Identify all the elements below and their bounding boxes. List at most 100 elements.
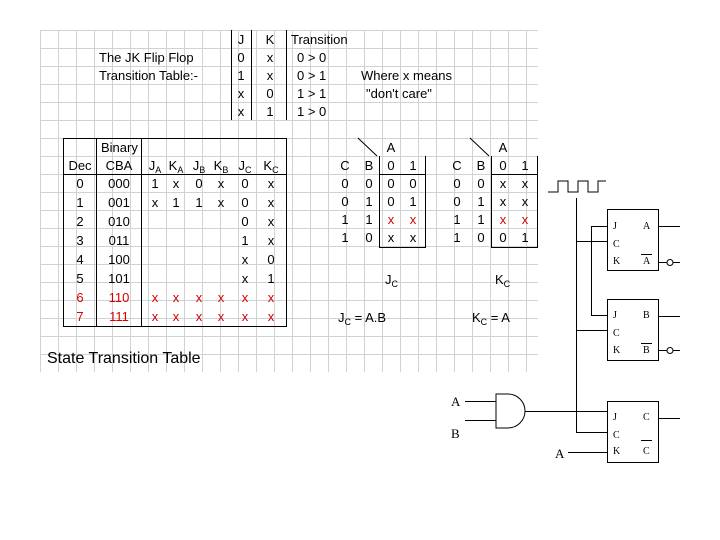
kmap-kc-name: KC (495, 272, 511, 289)
ff-pin-c: C (613, 430, 620, 441)
dont-care-note-2: "don't care" (366, 86, 432, 101)
ff-pin-k: K (613, 256, 621, 267)
state-cell: 011 (108, 233, 130, 248)
state-cell: 4 (76, 252, 84, 267)
ff-pin-j: J (613, 310, 617, 321)
jk-cell: 0 > 1 (297, 68, 327, 83)
kmap-col-label: 0 (387, 158, 395, 173)
kmap-row-c: 1 (341, 230, 349, 245)
jk-cell: 0 > 0 (297, 50, 327, 65)
jb-header: JB (192, 158, 206, 175)
state-cell: 1 (76, 195, 84, 210)
state-cell: 100 (108, 252, 130, 267)
dont-care-note-1: Where x means (361, 68, 453, 83)
state-cell: x (217, 309, 225, 324)
k-input-a: A (555, 446, 565, 461)
state-cell: 0 (241, 214, 249, 229)
state-cell: 1 (151, 176, 159, 191)
state-cell: 0 (76, 176, 84, 191)
kmap-cell: 1 (521, 230, 529, 245)
state-cell: 0 (195, 176, 203, 191)
state-cell: 1 (241, 233, 249, 248)
state-cell: 1 (267, 271, 275, 286)
jk-header-j: J (237, 32, 245, 47)
state-cell: x (172, 290, 180, 305)
ff-output-q: A (643, 221, 651, 232)
state-cell: 001 (108, 195, 130, 210)
kmap-col-label: 0 (499, 158, 507, 173)
kmap-cell: x (409, 230, 417, 245)
state-cell: x (217, 176, 225, 191)
ff-pin-c: C (613, 328, 620, 339)
state-cell: x (267, 195, 275, 210)
kc-equation: KC = A (472, 310, 510, 327)
ja-header: JA (148, 158, 162, 175)
ff-output-qbar: A (643, 256, 651, 267)
ff-pin-j: J (613, 412, 617, 423)
state-cell: 101 (108, 271, 130, 286)
worksheet-grid (40, 30, 538, 372)
state-cell: x (267, 309, 275, 324)
intro-line-2: Transition Table:- (99, 68, 198, 83)
binary-header: Binary (101, 140, 138, 155)
kmap-cell: x (521, 176, 529, 191)
kmap-cell: x (387, 212, 395, 227)
kmap-cell: x (499, 176, 507, 191)
intro-line-1: The JK Flip Flop (99, 50, 194, 65)
jc-header: JC (238, 158, 252, 175)
state-cell: x (267, 233, 275, 248)
state-cell: 1 (195, 195, 203, 210)
state-cell: x (217, 195, 225, 210)
state-cell: x (217, 290, 225, 305)
state-cell: 000 (108, 176, 130, 191)
state-cell: x (267, 176, 275, 191)
kmap-row-header-c: C (452, 158, 462, 173)
kmap-row-b: 1 (477, 194, 485, 209)
jk-cell: 1 (237, 68, 245, 83)
state-cell: 0 (241, 176, 249, 191)
jk-cell: 1 > 0 (297, 104, 327, 119)
state-cell: 3 (76, 233, 84, 248)
ff-output-qbar: C (643, 446, 650, 457)
jk-cell: x (266, 50, 274, 65)
kmap-row-c: 1 (341, 212, 349, 227)
state-cell: 110 (108, 290, 130, 305)
jc-equation: JC = A.B (338, 310, 387, 327)
kc-header: KC (263, 158, 279, 175)
state-cell: x (241, 290, 249, 305)
state-cell: 6 (76, 290, 84, 305)
kmap-cell: 0 (387, 176, 395, 191)
jk-header-transition: Transition (291, 32, 348, 47)
kmap-jc-name: JC (385, 272, 398, 289)
state-cell: x (267, 214, 275, 229)
state-cell: x (151, 309, 159, 324)
kmap-row-b: 1 (365, 212, 373, 227)
ff-output-q: B (643, 310, 650, 321)
state-cell: 111 (109, 309, 129, 324)
kmap-cell: x (387, 230, 395, 245)
kmap-row-c: 0 (341, 194, 349, 209)
state-cell: 2 (76, 214, 84, 229)
kmap-row-c: 0 (341, 176, 349, 191)
state-cell: x (267, 290, 275, 305)
kmap-row-header-c: C (340, 158, 350, 173)
kmap-row-b: 0 (477, 176, 485, 191)
kmap-cell: x (521, 194, 529, 209)
gate-input-a: A (451, 394, 461, 409)
state-cell: x (151, 195, 159, 210)
state-cell: x (241, 252, 249, 267)
kmap-var-a: A (498, 140, 508, 155)
state-cell: 0 (267, 252, 275, 267)
gate-input-b: B (451, 426, 460, 441)
ka-header: KA (168, 158, 184, 175)
kmap-row-header-b: B (364, 158, 374, 173)
kb-header: KB (213, 158, 229, 175)
kmap-cell: x (521, 212, 529, 227)
kmap-cell: 0 (387, 194, 395, 209)
kmap-cell: x (409, 212, 417, 227)
section-title: State Transition Table (47, 350, 201, 367)
ff-output-qbar: B (643, 345, 650, 356)
ff-pin-c: C (613, 239, 620, 250)
state-cell: 1 (172, 195, 180, 210)
